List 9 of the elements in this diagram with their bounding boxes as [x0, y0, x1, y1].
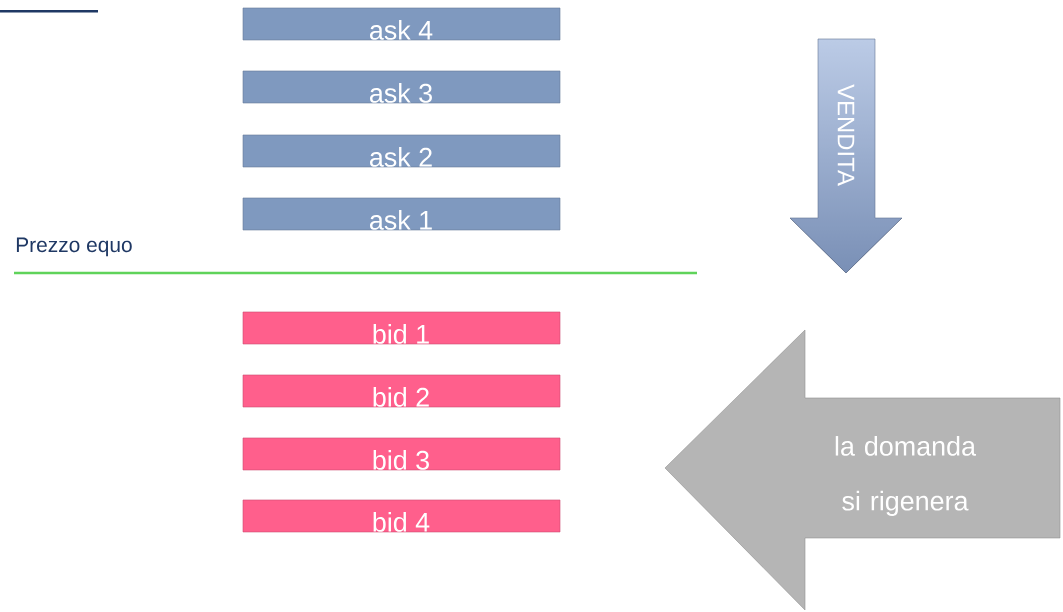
ask-bar: ask 3 — [242, 70, 561, 104]
ask-bar: ask 2 — [242, 134, 561, 168]
ask-bar: ask 1 — [242, 197, 561, 231]
bid-bar: bid 4 — [242, 499, 561, 533]
bid-bar: bid 1 — [242, 311, 561, 345]
bid-bar: bid 3 — [242, 437, 561, 471]
bid-bar: bid 2 — [242, 374, 561, 408]
price-label: Prezzo equo — [16, 237, 132, 257]
ask-bar: ask 4 — [242, 7, 561, 41]
